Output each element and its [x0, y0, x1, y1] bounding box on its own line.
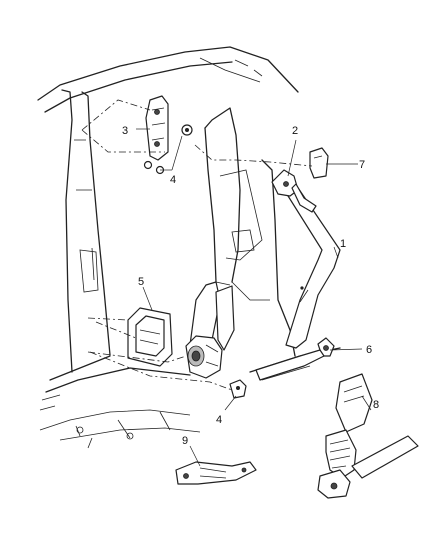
lower-anchor-bolt — [229, 379, 247, 399]
callout-8: 8 — [373, 399, 379, 411]
callout-9: 9 — [182, 435, 188, 447]
upper-anchor-bracket — [143, 95, 193, 175]
retractor-cover — [127, 307, 173, 367]
callout-1: 1 — [340, 238, 346, 250]
retractor-unit — [185, 335, 223, 379]
clip-cover — [309, 147, 329, 179]
vehicle-body-outline — [37, 46, 341, 449]
callout-2: 2 — [292, 125, 298, 137]
callout-5: 5 — [138, 276, 144, 288]
buckle-assembly — [317, 373, 419, 499]
d-ring-guide — [271, 169, 299, 197]
belt-webbing — [189, 175, 341, 361]
seat-anchor-strap — [175, 461, 257, 485]
callout-3: 3 — [122, 125, 128, 137]
lower-anchor-plate — [255, 337, 335, 381]
callout-4-upper: 4 — [170, 174, 176, 186]
callout-4-lower: 4 — [216, 414, 222, 426]
shoulder-belt-upper — [291, 183, 317, 213]
callout-6: 6 — [366, 344, 372, 356]
callout-7: 7 — [359, 159, 365, 171]
assembly-dash-lines — [81, 99, 313, 391]
leader-lines — [136, 128, 372, 467]
